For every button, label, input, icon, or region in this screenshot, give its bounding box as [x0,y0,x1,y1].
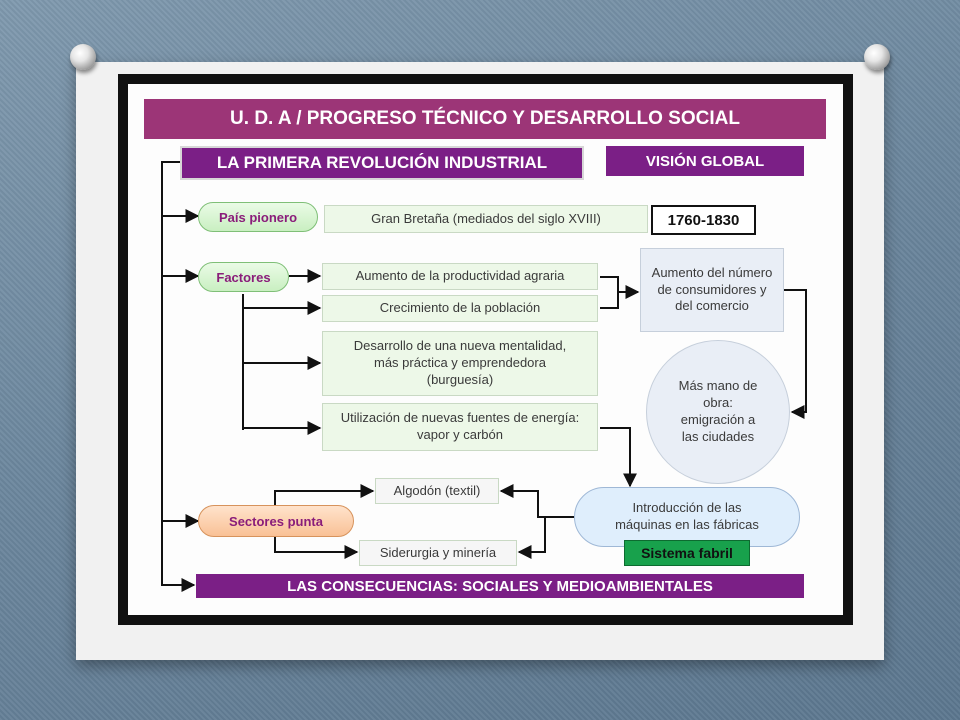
section-title: LA PRIMERA REVOLUCIÓN INDUSTRIAL [180,146,584,180]
sector-item: Algodón (textil) [375,478,499,504]
labor-circle: Más mano de obra: emigración a las ciuda… [646,340,790,484]
factors-pill: Factores [198,262,289,292]
arrow-energy-machines [600,427,637,488]
vision-global-label: VISIÓN GLOBAL [606,146,804,176]
sector-item: Siderurgia y minería [359,540,517,566]
pioneer-dates: 1760-1830 [651,205,756,235]
pushpin-icon [70,44,96,70]
footer-title: LAS CONSECUENCIAS: SOCIALES Y MEDIOAMBIE… [196,574,804,598]
factory-system-badge: Sistema fabril [624,540,750,566]
factor-item: Desarrollo de una nueva mentalidad, más … [322,331,598,396]
machines-box: Introducción de las máquinas en las fábr… [574,487,800,547]
sectors-pill: Sectores punta [198,505,354,537]
factor-item: Aumento de la productividad agraria [322,263,598,290]
factor-item: Utilización de nuevas fuentes de energía… [322,403,598,451]
pioneer-country: Gran Bretaña (mediados del siglo XVIII) [324,205,648,233]
trunk-line [161,161,196,592]
bracket-consumers [600,276,638,309]
pushpin-icon [864,44,890,70]
header-title: U. D. A / PROGRESO TÉCNICO Y DESARROLLO … [144,99,826,139]
arrow-machines-steel [517,516,574,559]
pioneer-pill: País pionero [198,202,318,232]
arrow-machines-cotton [499,484,574,518]
factor-item: Crecimiento de la población [322,295,598,322]
arrow-consumers-labor [784,289,807,419]
consumers-box: Aumento del número de consumidores y del… [640,248,784,332]
